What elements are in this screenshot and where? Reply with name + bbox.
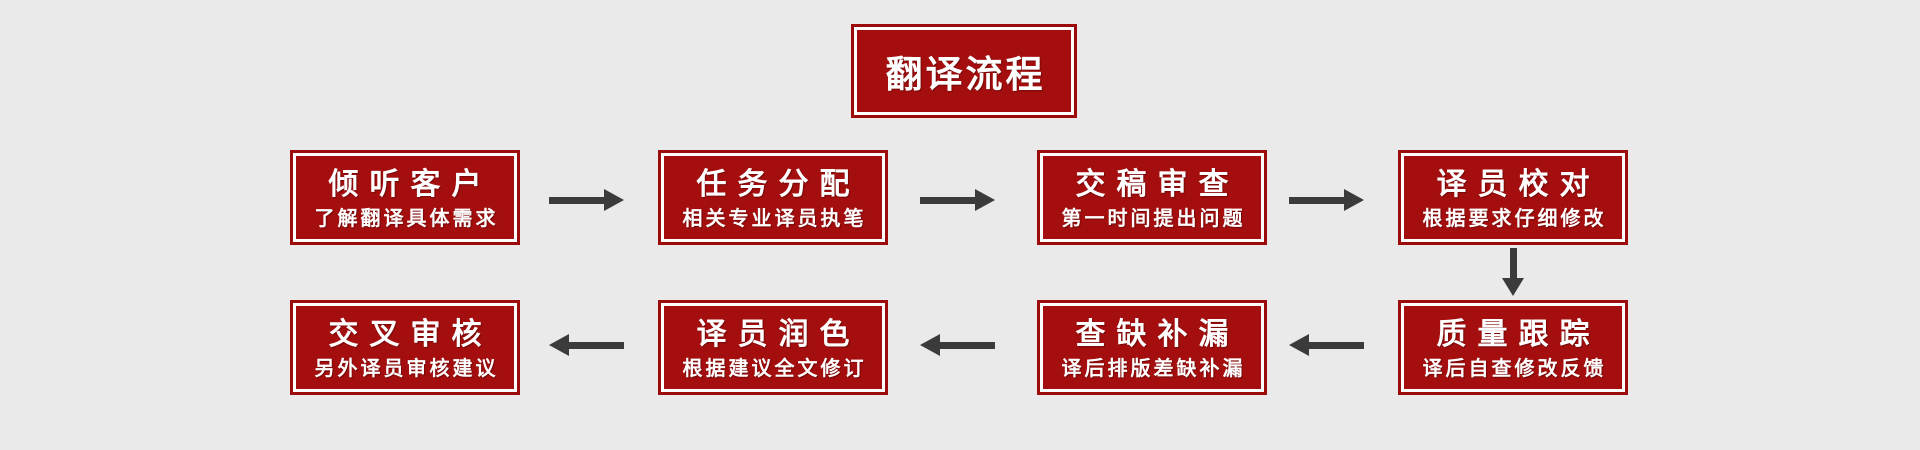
arrow-left-icon [549, 334, 624, 356]
step-subtitle: 根据建议全文修订 [682, 357, 867, 380]
step-box-gap-filling: 查缺补漏 译后排版差缺补漏 [1037, 300, 1267, 395]
step-box-listen-client: 倾听客户 了解翻译具体需求 [290, 150, 520, 245]
flowchart-title: 翻译流程 [885, 54, 1046, 95]
arrow-left-icon [1289, 334, 1364, 356]
arrow-head [1344, 189, 1364, 211]
step-title: 倾听客户 [328, 167, 493, 201]
step-title: 译员润色 [696, 317, 861, 351]
arrow-shaft [1289, 196, 1344, 204]
arrow-head [1502, 278, 1524, 296]
arrow-shaft [920, 196, 975, 204]
flowchart-title-box: 翻译流程 [851, 24, 1077, 118]
arrow-right-icon [1289, 189, 1364, 211]
step-subtitle: 相关专业译员执笔 [682, 207, 867, 230]
step-title: 交叉审核 [328, 317, 493, 351]
step-title: 译员校对 [1436, 167, 1601, 201]
step-title: 任务分配 [696, 167, 861, 201]
step-title: 质量跟踪 [1436, 317, 1601, 351]
arrow-head [975, 189, 995, 211]
step-box-cross-review: 交叉审核 另外译员审核建议 [290, 300, 520, 395]
step-box-translator-polishing: 译员润色 根据建议全文修订 [658, 300, 888, 395]
arrow-head [920, 334, 940, 356]
step-subtitle: 译后自查修改反馈 [1422, 357, 1607, 380]
arrow-head [1289, 334, 1309, 356]
step-box-translator-proofreading: 译员校对 根据要求仔细修改 [1398, 150, 1628, 245]
arrow-right-icon [920, 189, 995, 211]
arrow-shaft [569, 341, 624, 349]
step-subtitle: 第一时间提出问题 [1061, 207, 1246, 230]
arrow-head [549, 334, 569, 356]
arrow-left-icon [920, 334, 995, 356]
step-subtitle: 了解翻译具体需求 [314, 207, 499, 230]
step-subtitle: 另外译员审核建议 [314, 357, 499, 380]
arrow-head [604, 189, 624, 211]
arrow-shaft [940, 341, 995, 349]
step-subtitle: 译后排版差缺补漏 [1061, 357, 1246, 380]
arrow-right-icon [549, 189, 624, 211]
step-title: 查缺补漏 [1075, 317, 1240, 351]
arrow-down-icon [1502, 248, 1524, 296]
arrow-shaft [549, 196, 604, 204]
arrow-shaft [1509, 248, 1517, 278]
step-box-quality-tracking: 质量跟踪 译后自查修改反馈 [1398, 300, 1628, 395]
step-subtitle: 根据要求仔细修改 [1422, 207, 1607, 230]
arrow-shaft [1309, 341, 1364, 349]
step-box-draft-review: 交稿审查 第一时间提出问题 [1037, 150, 1267, 245]
step-box-task-assignment: 任务分配 相关专业译员执笔 [658, 150, 888, 245]
step-title: 交稿审查 [1075, 167, 1240, 201]
